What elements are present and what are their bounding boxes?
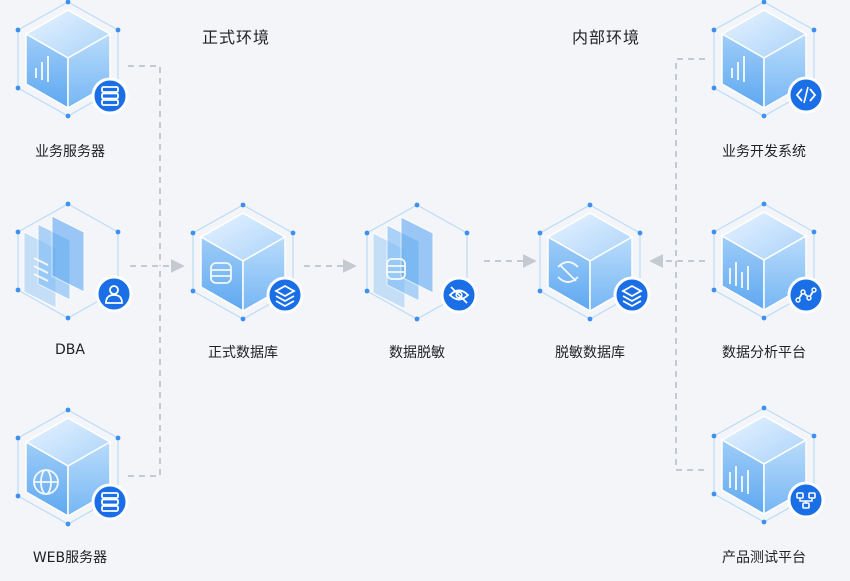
node-analysis-platform[interactable] [710, 200, 825, 322]
user-icon [95, 275, 133, 313]
connector-right-bus [675, 58, 705, 471]
label-analysis-platform: 数据分析平台 [722, 345, 806, 361]
node-dba[interactable] [14, 201, 133, 321]
label-test-platform: 产品测试平台 [722, 550, 806, 566]
db-glyph-icon [386, 258, 406, 280]
node-test-platform[interactable] [710, 404, 825, 526]
label-web-server: WEB服务器 [32, 550, 108, 566]
bars-glyph-icon [729, 262, 749, 290]
label-biz-server: 业务服务器 [35, 144, 105, 160]
label-desens-db: 脱敏数据库 [555, 345, 625, 361]
chart-glyph-icon [35, 56, 49, 82]
connector-web-server [128, 265, 161, 477]
node-prod-db[interactable] [189, 201, 304, 323]
list-glyph-icon [33, 257, 49, 282]
eye-off-icon [440, 276, 478, 314]
node-desensitize[interactable] [364, 202, 478, 322]
zone-label-internal: 内部环境 [572, 28, 641, 47]
zone-label-production: 正式环境 [202, 28, 271, 47]
label-dba: DBA [55, 342, 85, 358]
server-stack-icon [91, 483, 129, 521]
chart-glyph-icon [731, 56, 745, 82]
sync-glyph-icon [557, 261, 579, 283]
server-stack-icon [91, 77, 129, 115]
node-biz-server[interactable] [14, 0, 129, 120]
code-icon [787, 76, 825, 114]
label-prod-db: 正式数据库 [208, 345, 278, 361]
connector-biz-server [128, 65, 161, 265]
layers-icon [266, 276, 304, 314]
label-desensitize: 数据脱敏 [389, 345, 445, 361]
node-dev-system[interactable] [710, 0, 825, 120]
connectors [128, 58, 705, 477]
db-glyph-icon [210, 262, 232, 284]
network-icon [787, 481, 825, 519]
label-dev-system: 业务开发系统 [722, 144, 806, 160]
globe-glyph-icon [33, 469, 59, 495]
node-web-server[interactable] [14, 406, 129, 528]
trend-icon [787, 276, 825, 314]
layers-icon [613, 276, 651, 314]
bars-glyph-icon [729, 466, 749, 494]
node-desens-db[interactable] [536, 201, 651, 323]
